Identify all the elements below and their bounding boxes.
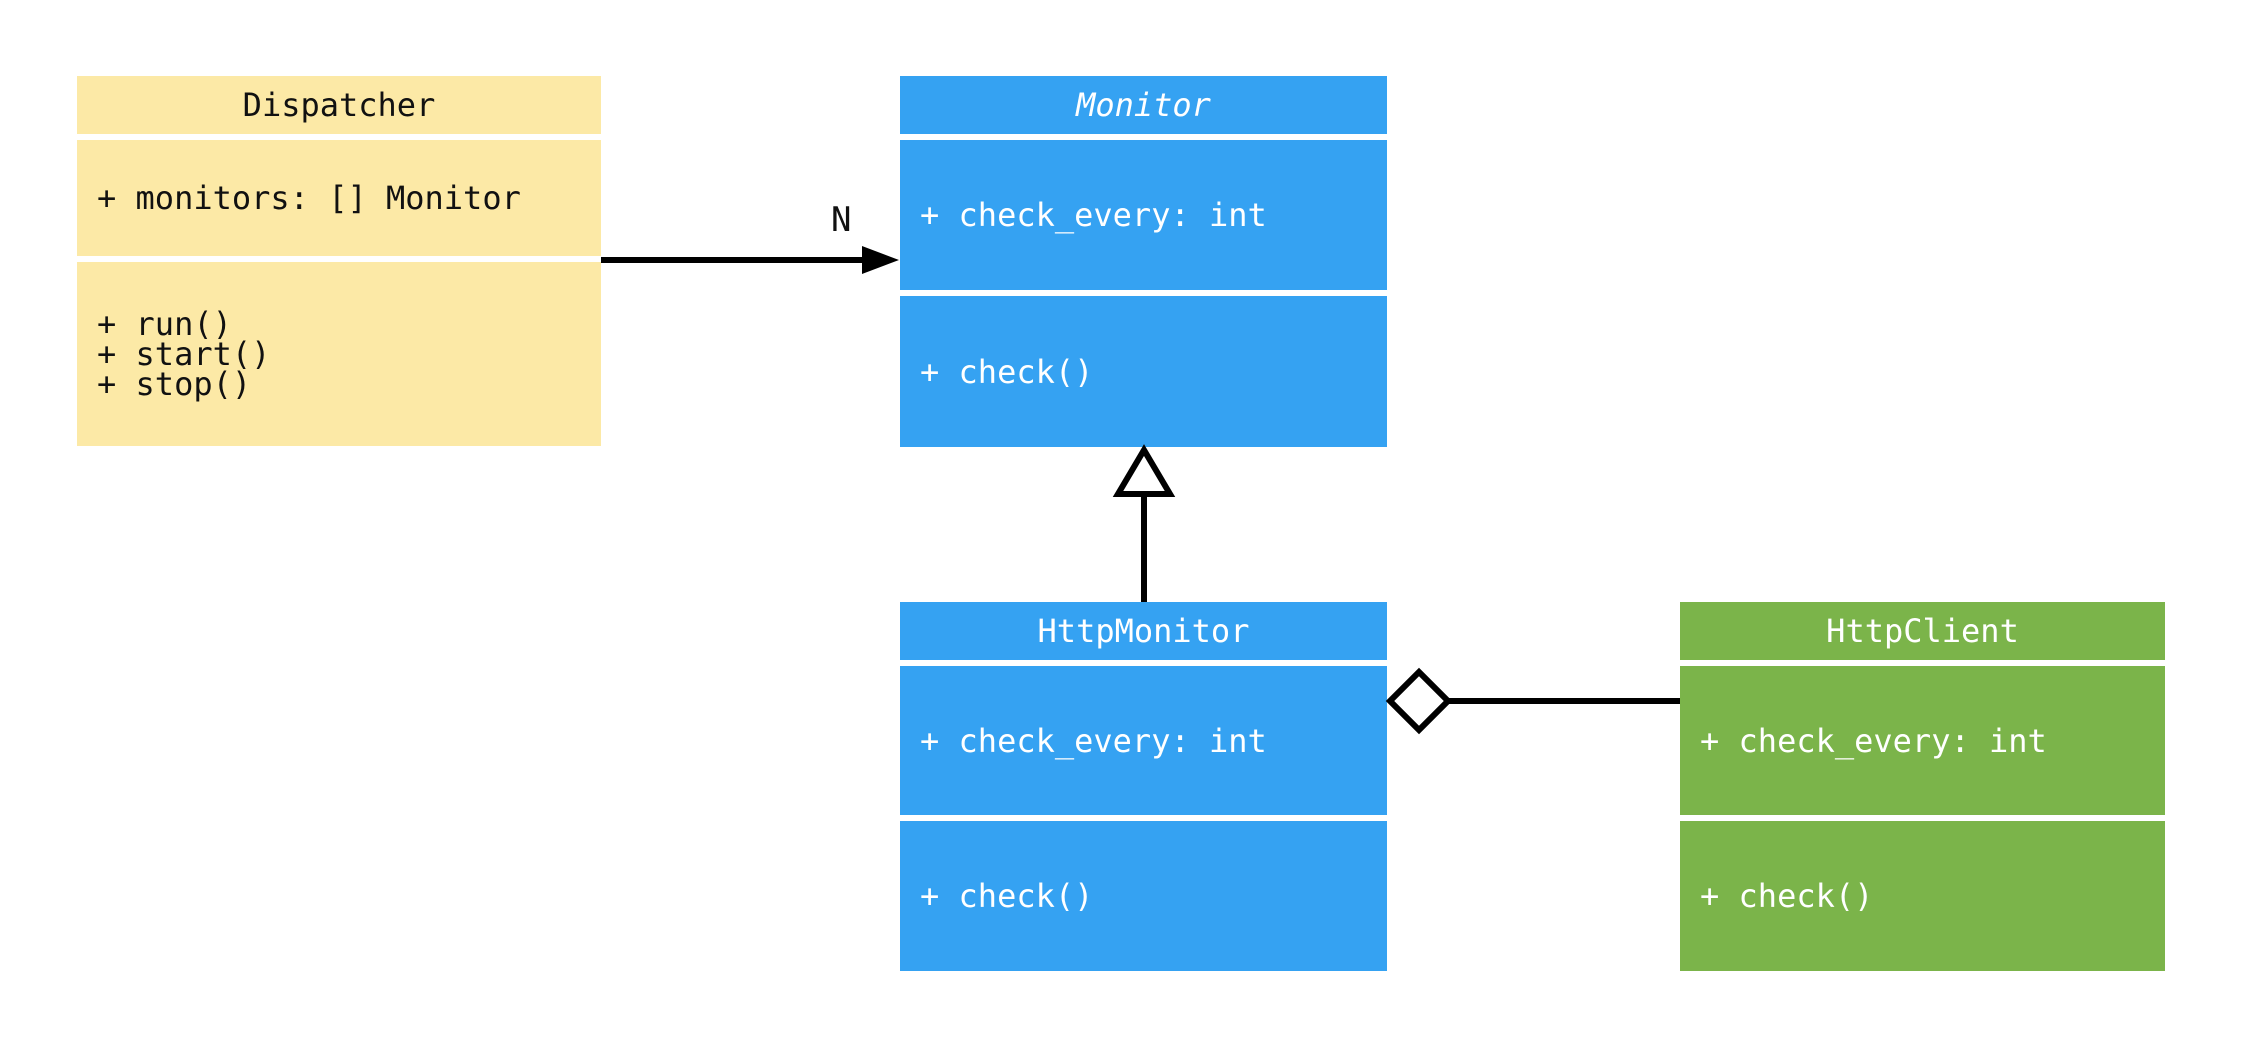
class-title-bar: HttpClient bbox=[1680, 602, 2165, 660]
attributes-compartment: + check_every: int bbox=[900, 140, 1387, 290]
generalization-triangle-icon bbox=[1112, 444, 1176, 497]
class-title-bar: Dispatcher bbox=[77, 76, 601, 134]
attributes-compartment: + check_every: int bbox=[900, 666, 1387, 815]
class-box-monitor: Monitor + check_every: int + check() bbox=[900, 76, 1387, 447]
association-multiplicity-label: N bbox=[831, 200, 852, 240]
method-row: + check() bbox=[1700, 877, 1874, 915]
method-row: + check() bbox=[920, 877, 1094, 915]
attribute-row: + monitors: [] Monitor bbox=[97, 179, 521, 217]
class-name: HttpClient bbox=[1826, 612, 2019, 650]
class-name-abstract: Monitor bbox=[1076, 86, 1211, 124]
methods-compartment: + check() bbox=[1680, 821, 2165, 971]
methods-compartment: + run() + start() + stop() bbox=[77, 262, 601, 446]
attribute-row: + check_every: int bbox=[920, 721, 1267, 760]
method-row: + check() bbox=[920, 352, 1094, 391]
class-name: HttpMonitor bbox=[1037, 612, 1250, 650]
association-arrowhead-icon bbox=[862, 246, 899, 274]
class-title-bar: Monitor bbox=[900, 76, 1387, 134]
methods-compartment: + check() bbox=[900, 296, 1387, 447]
method-row: + start() bbox=[97, 335, 271, 373]
aggregation-diamond-icon bbox=[1385, 667, 1453, 735]
attribute-row: + check_every: int bbox=[1700, 721, 2047, 760]
methods-compartment: + check() bbox=[900, 821, 1387, 971]
class-name: Dispatcher bbox=[242, 86, 436, 124]
attributes-compartment: + check_every: int bbox=[1680, 666, 2165, 815]
class-box-dispatcher: Dispatcher + monitors: [] Monitor + run(… bbox=[77, 76, 601, 446]
method-row: + stop() bbox=[97, 365, 252, 403]
class-box-http-client: HttpClient + check_every: int + check() bbox=[1680, 602, 2165, 971]
attributes-compartment: + monitors: [] Monitor bbox=[77, 140, 601, 256]
class-title-bar: HttpMonitor bbox=[900, 602, 1387, 660]
attribute-row: + check_every: int bbox=[920, 196, 1267, 234]
class-box-http-monitor: HttpMonitor + check_every: int + check() bbox=[900, 602, 1387, 971]
method-row: + run() bbox=[97, 305, 232, 343]
